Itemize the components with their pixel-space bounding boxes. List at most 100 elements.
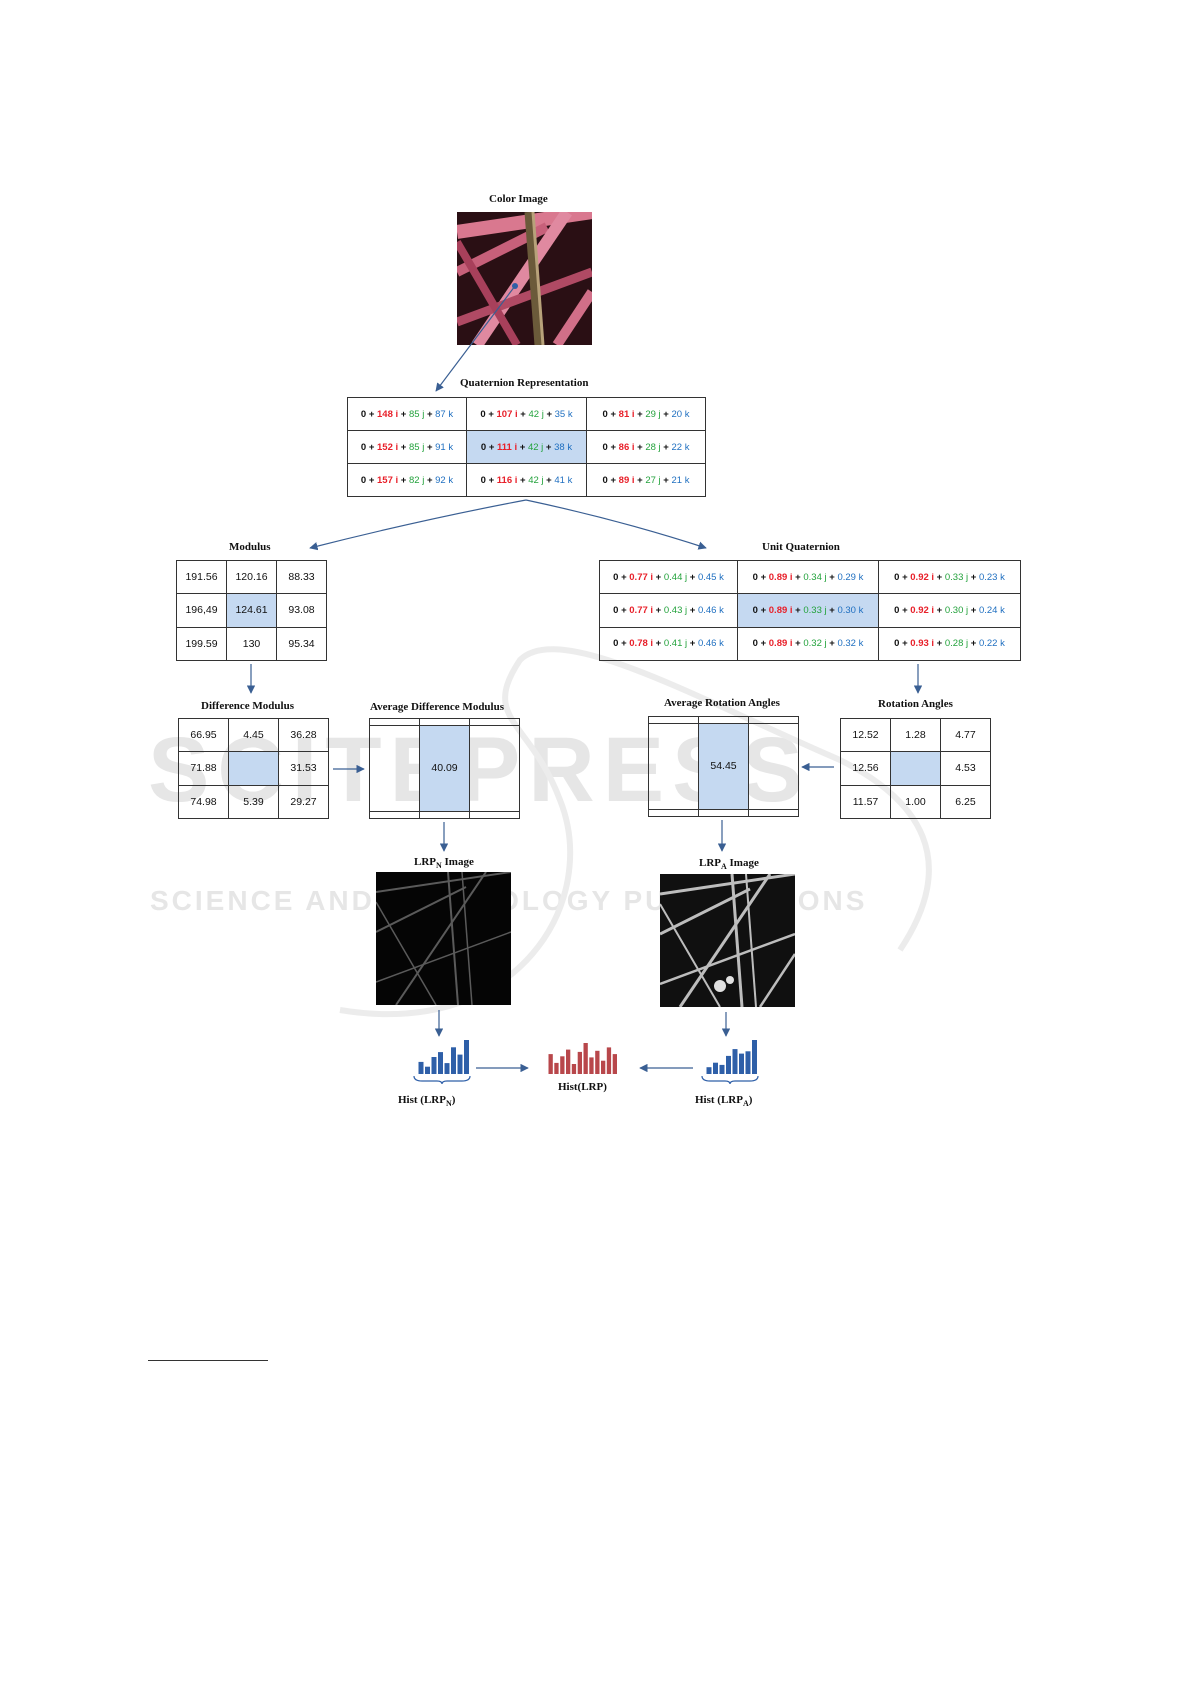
difference-modulus-title: Difference Modulus (201, 700, 294, 712)
plus-sign: + (398, 474, 409, 486)
plus-sign: + (543, 408, 555, 420)
k-unit: k (445, 441, 454, 453)
real-part: 0 + (752, 638, 769, 650)
table-row (369, 811, 520, 819)
k-unit: k (445, 474, 454, 486)
plus-sign: + (934, 571, 945, 583)
i-unit: i (629, 408, 635, 420)
average-difference-modulus-title: Average Difference Modulus (370, 701, 505, 713)
table-cell (469, 811, 520, 819)
k-value: 0.29 (837, 571, 856, 583)
j-unit: j (821, 604, 827, 616)
table-cell: 29.27 (278, 784, 329, 820)
plus-sign: + (424, 408, 436, 420)
histogram-bar (548, 1054, 553, 1074)
i-value: 0.78 (629, 638, 648, 650)
hist-lrpn-label: Hist (LRPN) (398, 1094, 455, 1108)
i-value: 0.89 (768, 571, 788, 583)
plus-sign: + (792, 571, 804, 583)
table-row: 12.56 4.53 (840, 751, 991, 786)
average-rotation-angles-table: 54.45 (648, 716, 799, 817)
table-row: 54.45 (648, 722, 799, 811)
table-cell (748, 722, 799, 811)
table-cell: 124.61 (226, 593, 277, 628)
plus-sign: + (398, 441, 409, 453)
k-value: 0.46 (697, 604, 717, 616)
lrpn-image (376, 872, 511, 1005)
table-cell: 0 + 0.78 i + 0.41 j + 0.46 k (599, 626, 738, 662)
i-unit: i (647, 638, 654, 650)
table-cell: 36.28 (278, 717, 329, 753)
plus-sign: + (634, 441, 646, 453)
k-unit: k (855, 571, 864, 583)
i-value: 107 (496, 408, 513, 420)
k-value: 21 (671, 474, 683, 486)
color-image (457, 212, 592, 345)
plus-sign: + (687, 571, 698, 583)
j-value: 42 (528, 474, 539, 486)
hist-lrpn-label-sub: N (445, 1099, 452, 1109)
j-unit: j (419, 441, 425, 453)
table-cell: 0 + 0.89 i + 0.33 j + 0.30 k (737, 593, 879, 628)
histogram-bar (566, 1049, 571, 1074)
hist-lrpa-brace (701, 1075, 759, 1084)
plus-sign: + (653, 571, 664, 583)
i-unit: i (512, 474, 518, 486)
plus-sign: + (398, 408, 409, 420)
j-value: 27 (645, 474, 656, 486)
j-unit: j (538, 441, 544, 453)
lrpn-image-title: LRPN Image (414, 856, 474, 870)
i-value: 86 (618, 441, 630, 453)
real-part: 0 + (480, 474, 497, 486)
hist-lrpa-label-suffix: ) (748, 1094, 753, 1106)
k-unit: k (716, 604, 724, 616)
j-unit: j (682, 604, 688, 616)
table-cell: 11.57 (840, 784, 891, 820)
histogram-bar (583, 1043, 588, 1074)
j-value: 0.28 (944, 638, 964, 650)
j-value: 42 (527, 441, 539, 453)
table-cell (369, 724, 420, 813)
histogram-bar (554, 1062, 559, 1074)
k-unit: k (682, 474, 690, 486)
histogram-bar (719, 1064, 725, 1074)
k-value: 0.32 (837, 638, 856, 650)
real-part: 0 + (894, 604, 911, 616)
k-unit: k (565, 408, 573, 420)
hist-lrpn-bars (418, 1040, 469, 1074)
j-value: 0.41 (663, 638, 683, 650)
plus-sign: + (687, 638, 698, 650)
k-unit: k (445, 408, 454, 420)
table-row: 40.09 (369, 724, 520, 813)
lrpa-image-title-sub: A (721, 862, 727, 872)
k-unit: k (682, 408, 690, 420)
table-cell: 0 + 89 i + 27 j + 21 k (586, 463, 706, 497)
real-part: 0 + (602, 408, 619, 420)
table-cell (469, 724, 520, 813)
table-cell: 4.53 (940, 751, 991, 786)
table-cell: 0 + 148 i + 85 j + 87 k (347, 397, 467, 431)
j-value: 0.33 (803, 604, 822, 616)
k-value: 87 (435, 408, 446, 420)
histogram-bar (739, 1053, 744, 1074)
i-value: 152 (377, 441, 393, 453)
rotation-angles-title: Rotation Angles (878, 698, 953, 710)
k-value: 92 (435, 474, 446, 486)
k-unit: k (564, 441, 573, 453)
k-value: 22 (671, 441, 683, 453)
table-cell: 12.56 (840, 751, 891, 786)
i-value: 111 (497, 441, 512, 453)
hist-lrp-bars (548, 1043, 617, 1075)
i-unit: i (928, 571, 935, 583)
table-cell: 191.56 (176, 559, 227, 595)
histogram-bar (457, 1054, 463, 1074)
plus-sign: + (543, 474, 555, 486)
real-part: 0 + (894, 571, 911, 583)
real-part: 0 + (613, 604, 630, 616)
plus-sign: + (826, 604, 838, 616)
